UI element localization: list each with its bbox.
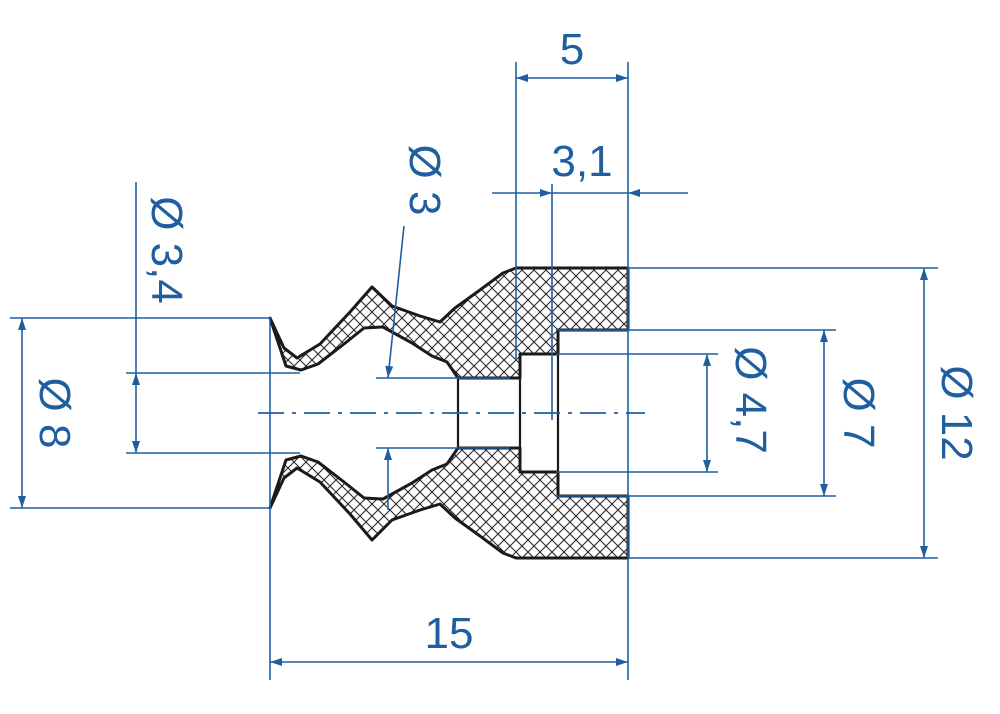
section-lower bbox=[268, 446, 630, 560]
label-dia-12: Ø 12 bbox=[932, 365, 981, 460]
label-dia-3-4: Ø 3,4 bbox=[142, 196, 191, 304]
label-3-1: 3,1 bbox=[551, 137, 612, 186]
section-upper bbox=[268, 266, 630, 380]
label-5: 5 bbox=[560, 25, 584, 74]
label-15: 15 bbox=[425, 609, 474, 658]
rubber-cross-section bbox=[268, 266, 630, 560]
dimension-lines bbox=[10, 62, 938, 680]
dimension-labels: 5 3,1 15 Ø 3 Ø 3,4 Ø 8 Ø 4,7 Ø 7 Ø 12 bbox=[30, 25, 981, 658]
dim-line-3-leader bbox=[385, 225, 405, 379]
label-dia-7: Ø 7 bbox=[834, 378, 883, 449]
label-dia-8: Ø 8 bbox=[30, 378, 79, 449]
label-dia-4-7: Ø 4,7 bbox=[726, 346, 775, 454]
label-dia-3: Ø 3 bbox=[400, 145, 449, 216]
